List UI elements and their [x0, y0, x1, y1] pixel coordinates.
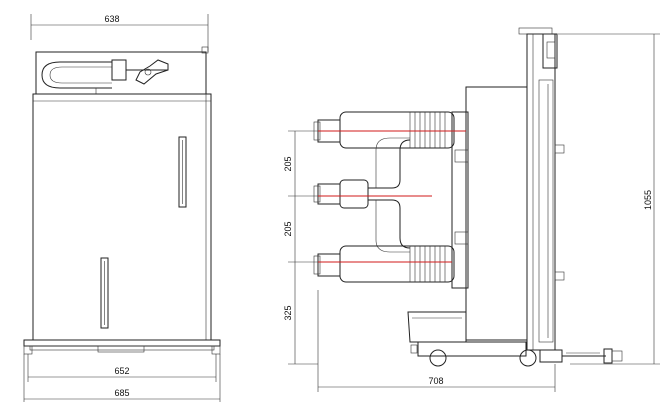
dim-652-label: 652 — [114, 366, 129, 376]
dim-front-total-width: 685 — [23, 354, 221, 402]
dim-front-inner-width: 652 — [27, 354, 217, 382]
panel-slot-lower — [100, 257, 109, 329]
side-main-body — [451, 86, 528, 341]
contact-arm-middle — [313, 137, 411, 253]
front-upper-housing — [35, 46, 209, 95]
wheel-rear — [519, 349, 537, 367]
panel-slot-upper — [178, 136, 187, 208]
dim-685-label: 685 — [114, 388, 129, 398]
front-main-panel — [32, 93, 212, 341]
dim-1055-label: 1055 — [643, 190, 653, 210]
dim-708-label: 708 — [428, 376, 443, 386]
contact-arm-top — [313, 111, 455, 149]
dim-638-label: 638 — [104, 14, 119, 24]
wheel-front — [429, 349, 447, 367]
front-base — [23, 339, 221, 355]
dim-325-label: 325 — [283, 305, 293, 320]
front-view: 638 — [23, 14, 221, 402]
dim-side-total-height: 1055 — [558, 33, 660, 365]
dim-front-top-width: 638 — [30, 14, 209, 52]
dim-205-upper-label: 205 — [283, 156, 293, 171]
dim-side-spacing: 205 205 325 — [283, 130, 318, 365]
side-truck — [407, 311, 623, 367]
axis-lines — [318, 130, 466, 263]
side-view: 205 205 325 708 1055 — [283, 27, 660, 392]
contact-arm-bottom — [313, 245, 455, 283]
side-rear-frame — [518, 27, 565, 351]
dim-205-lower-label: 205 — [283, 221, 293, 236]
dim-side-depth: 708 — [317, 290, 556, 392]
